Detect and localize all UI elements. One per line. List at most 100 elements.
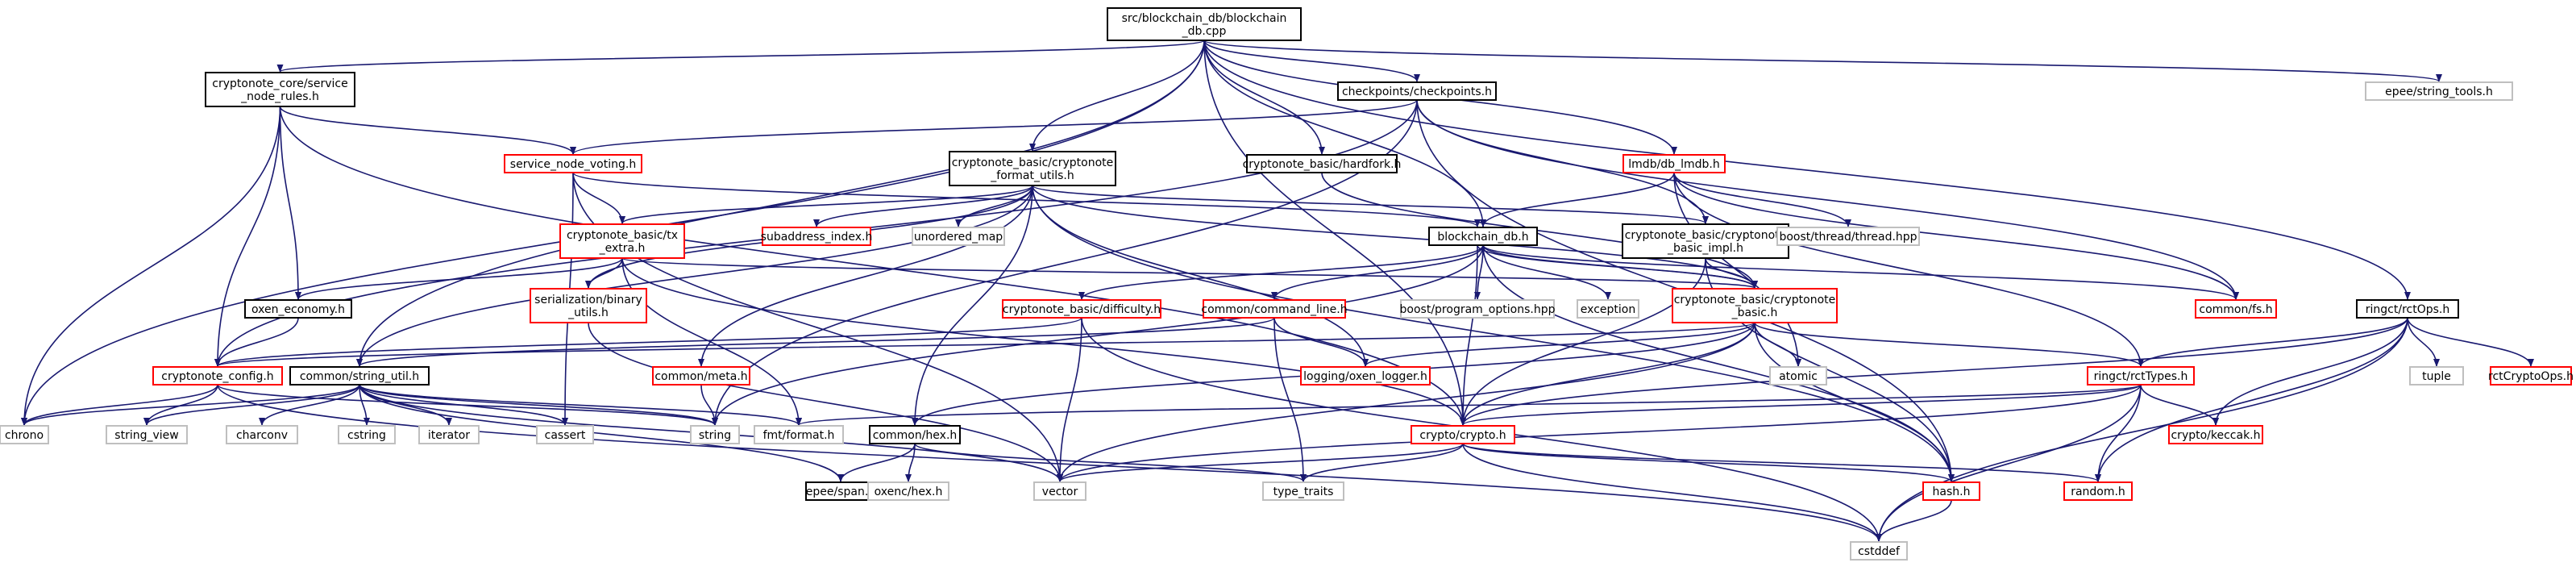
node-binary-utils[interactable]: serialization/binary_utils.h — [530, 288, 647, 323]
node-label: cryptonote_basic/difficulty.h — [1003, 303, 1161, 316]
edge-tx-extra-to-fmt-format — [621, 257, 802, 426]
node-checkpoints[interactable]: checkpoints/checkpoints.h — [1337, 81, 1497, 101]
node-blockchain-db-h[interactable]: blockchain_db.h — [1428, 227, 1538, 246]
edge-path — [21, 384, 218, 426]
node-basic-impl[interactable]: cryptonote_basic/cryptonote_basic_impl.h — [1622, 223, 1789, 259]
node-label: src/blockchain_db/blockchain — [1122, 12, 1287, 25]
node-box — [106, 425, 188, 444]
node-box — [1400, 299, 1555, 319]
node-label: tuple — [2422, 370, 2451, 383]
edge-path — [1032, 185, 1369, 367]
node-rctOps[interactable]: ringct/rctOps.h — [2356, 299, 2459, 319]
edge-path — [1203, 40, 1486, 227]
edge-hex-to-span — [837, 443, 916, 482]
edge-format-utils-to-cryptonote-basic-h — [1032, 185, 1758, 289]
node-label: _format_utils.h — [990, 169, 1074, 182]
node-box — [2195, 299, 2277, 319]
node-cryptonote-basic-h[interactable]: cryptonote_basic/cryptonote_basic.h — [1672, 288, 1838, 323]
node-meta[interactable]: common/meta.h — [652, 366, 750, 386]
node-label: lmdb/db_lmdb.h — [1628, 158, 1719, 171]
edge-rctOps-to-cstddef — [1876, 317, 2408, 542]
edge-path — [2140, 384, 2219, 426]
edge-path — [1273, 317, 1369, 367]
node-program-options: boost/program_options.hpp — [1400, 299, 1556, 319]
node-hardfork[interactable]: cryptonote_basic/hardfork.h — [1243, 154, 1402, 173]
node-command-line[interactable]: common/command_line.h — [1201, 299, 1348, 319]
edge-path — [1673, 172, 1801, 367]
edge-path — [1203, 40, 2411, 300]
edge-meta-to-string — [700, 384, 718, 426]
edge-path — [905, 443, 916, 482]
edge-root-to-hardfork — [1203, 40, 1325, 155]
node-fs[interactable]: common/fs.h — [2195, 299, 2277, 319]
edge-path — [621, 257, 802, 426]
edge-command-line-to-string-util — [356, 317, 1275, 367]
node-crypto[interactable]: crypto/crypto.h — [1411, 425, 1515, 444]
edge-path — [1673, 172, 2144, 367]
node-label: vector — [1042, 486, 1078, 498]
node-rctCryptoOps[interactable]: rctCryptoOps.h — [2488, 366, 2574, 386]
node-cryptonote-config[interactable]: cryptonote_config.h — [152, 366, 283, 386]
node-label: ringct/rctOps.h — [2366, 303, 2449, 316]
edge-path — [295, 257, 623, 300]
edge-path — [1362, 322, 1755, 367]
edge-rctTypes-to-cstddef — [1876, 384, 2142, 542]
node-oxen-economy[interactable]: oxen_economy.h — [244, 299, 352, 319]
node-keccak[interactable]: crypto/keccak.h — [2168, 425, 2263, 444]
node-difficulty[interactable]: cryptonote_basic/difficulty.h — [1002, 299, 1161, 319]
edge-path — [1482, 244, 1955, 482]
edge-crypto-to-hash — [1462, 443, 1955, 482]
edge-lmdb-to-blockchain-db-h — [1480, 172, 1675, 227]
node-box — [869, 425, 961, 444]
node-box — [949, 151, 1116, 186]
node-label: crypto/keccak.h — [2171, 429, 2260, 442]
edge-path — [21, 384, 360, 426]
node-format-utils[interactable]: cryptonote_basic/cryptonote_format_utils… — [949, 151, 1116, 186]
node-rctTypes[interactable]: ringct/rctTypes.h — [2087, 366, 2195, 386]
edge-string-util-to-charconv — [259, 384, 360, 426]
node-service-node-rules[interactable]: cryptonote_core/service_node_rules.h — [205, 72, 355, 107]
node-type-traits: type_traits — [1262, 481, 1344, 501]
node-span[interactable]: epee/span.h — [805, 481, 876, 501]
node-box — [1577, 299, 1639, 319]
node-subaddress-index[interactable]: subaddress_index.h — [761, 227, 873, 246]
edge-blockchain-db-h-to-fs — [1482, 244, 2239, 300]
edge-path — [1273, 317, 1307, 482]
node-tx-extra[interactable]: cryptonote_basic/tx_extra.h — [559, 223, 685, 259]
edge-format-utils-to-hex — [912, 185, 1033, 426]
node-box — [289, 366, 430, 386]
node-lmdb[interactable]: lmdb/db_lmdb.h — [1622, 154, 1726, 173]
node-hex[interactable]: common/hex.h — [869, 425, 961, 444]
node-box — [559, 223, 685, 259]
node-box — [226, 425, 298, 444]
node-oxen-logger[interactable]: logging/oxen_logger.h — [1300, 366, 1431, 386]
edge-tx-extra-to-binary-utils — [585, 257, 623, 289]
edge-path — [2138, 317, 2408, 367]
node-box — [1107, 7, 1302, 41]
node-box — [1203, 299, 1346, 319]
edge-path — [1271, 244, 1484, 300]
node-box — [1411, 425, 1515, 444]
node-service-node-voting[interactable]: service_node_voting.h — [504, 154, 642, 173]
edge-path — [572, 172, 625, 224]
edge-path — [570, 99, 1418, 155]
edge-path — [621, 257, 1758, 289]
node-string-util[interactable]: common/string_util.h — [289, 366, 430, 386]
edge-rctOps-to-tuple — [2407, 317, 2440, 367]
edge-path — [588, 322, 1063, 482]
edge-rctTypes-to-vector — [1057, 384, 2142, 482]
node-random[interactable]: random.h — [2063, 481, 2133, 501]
node-label: common/command_line.h — [1201, 303, 1347, 316]
edge-cryptonote-basic-h-to-cryptonote-config — [214, 322, 1755, 367]
node-label: boost/program_options.hpp — [1400, 303, 1556, 316]
node-label: random.h — [2071, 486, 2125, 498]
edge-format-utils-to-meta — [698, 185, 1033, 367]
node-hash[interactable]: hash.h — [1922, 481, 1980, 501]
node-label: hash.h — [1933, 486, 1971, 498]
edge-root-to-blockchain-db-h — [1203, 40, 1486, 227]
edge-hex-to-type-traits — [914, 443, 1307, 482]
node-label: _utils.h — [567, 306, 609, 319]
node-label: crypto/crypto.h — [1419, 429, 1506, 442]
node-root: src/blockchain_db/blockchain_db.cpp — [1107, 7, 1302, 41]
edge-cryptonote-basic-h-to-rctTypes — [1754, 322, 2144, 367]
